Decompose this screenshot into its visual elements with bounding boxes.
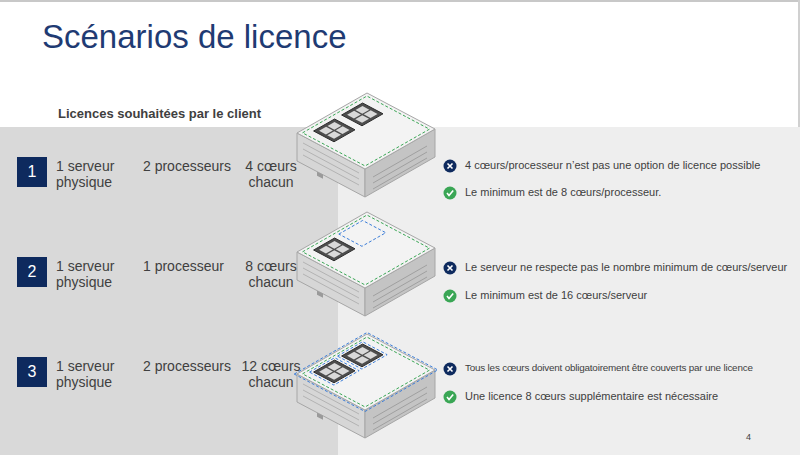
top-border bbox=[0, 0, 800, 2]
check-icon bbox=[444, 187, 457, 200]
check-icon bbox=[444, 290, 457, 303]
error-icon bbox=[444, 262, 457, 275]
request-text: 1 processeur bbox=[143, 258, 224, 274]
scenario-number-text: 1 bbox=[28, 163, 37, 181]
problem-text: Tous les cœurs doivent obligatoirement ê… bbox=[465, 362, 753, 373]
subtitle: Licences souhaitées par le client bbox=[58, 107, 261, 122]
scenario-number: 3 bbox=[17, 357, 47, 387]
server-illustration bbox=[297, 93, 435, 197]
request-text: 1 serveur physique bbox=[56, 258, 138, 290]
scenario-number-text: 3 bbox=[28, 363, 37, 381]
slide-title: Scénarios de licence bbox=[42, 18, 347, 56]
request-text: 4 cœurs chacun bbox=[238, 158, 304, 190]
scenario-number: 2 bbox=[17, 257, 47, 287]
server-illustration bbox=[294, 332, 438, 438]
check-icon bbox=[444, 391, 457, 404]
request-text: 12 cœurs chacun bbox=[236, 358, 306, 390]
request-text: 1 serveur physique bbox=[56, 158, 138, 190]
solution-text: Le minimum est de 16 cœurs/serveur bbox=[465, 289, 647, 302]
server-illustration bbox=[297, 212, 435, 316]
scenario-number-text: 2 bbox=[28, 263, 37, 281]
problem-text: 4 cœurs/processeur n’est pas une option … bbox=[465, 159, 760, 172]
error-icon bbox=[444, 160, 457, 173]
request-text: 2 processeurs bbox=[143, 158, 231, 174]
request-panel bbox=[0, 127, 338, 455]
request-text: 1 serveur physique bbox=[56, 358, 138, 390]
request-text: 2 processeurs bbox=[143, 358, 231, 374]
error-icon bbox=[444, 363, 457, 376]
request-text: 8 cœurs chacun bbox=[238, 258, 304, 290]
solution-text: Le minimum est de 8 cœurs/processeur. bbox=[465, 186, 661, 199]
page-number: 4 bbox=[746, 432, 751, 442]
solution-text: Une licence 8 cœurs supplémentaire est n… bbox=[465, 390, 718, 403]
problem-text: Le serveur ne respecte pas le nombre min… bbox=[465, 261, 787, 274]
scenario-number: 1 bbox=[17, 157, 47, 187]
